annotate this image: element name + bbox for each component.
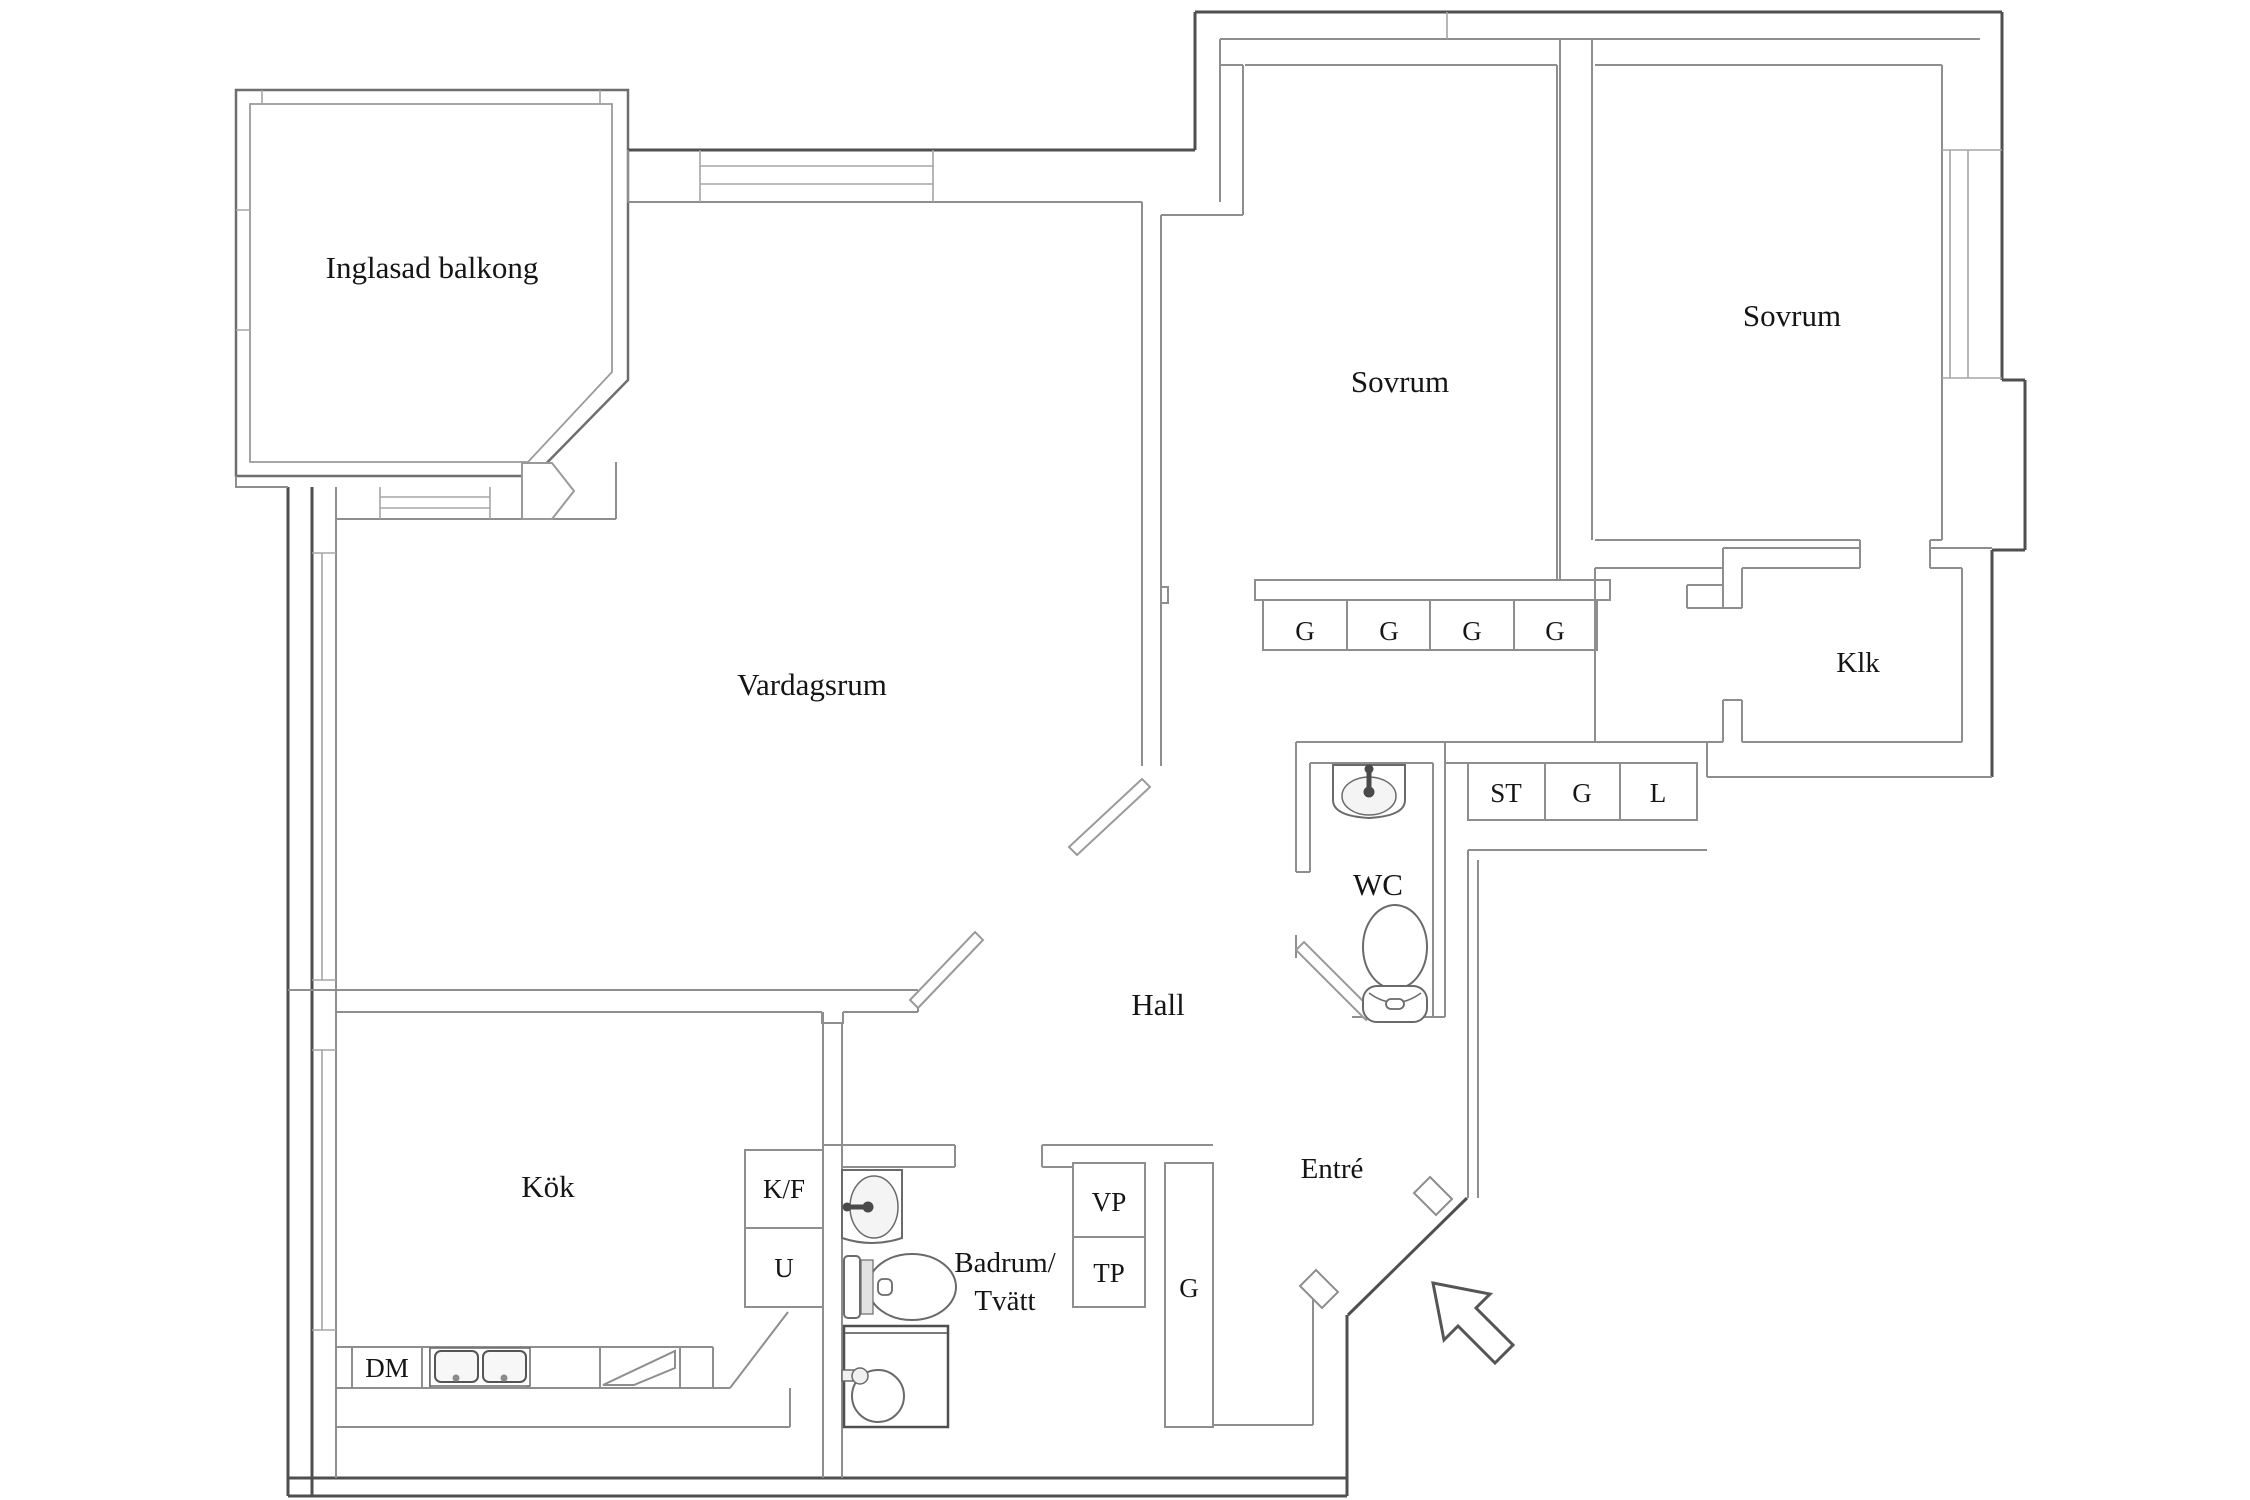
wardrobe-label: G: [1295, 616, 1315, 646]
room-label-bathroom-line1: Badrum/: [954, 1247, 1056, 1279]
hall-unit-label: G: [1572, 778, 1592, 808]
room-label-hall: Hall: [1131, 987, 1184, 1022]
labels: Inglasad balkong Vardagsrum Sovrum Sovru…: [326, 250, 1881, 1383]
room-label-balcony: Inglasad balkong: [326, 250, 539, 285]
door-leaf-livingroom-east: [1067, 777, 1152, 857]
bathroom-unit-label: TP: [1093, 1258, 1125, 1288]
window-lines: [236, 12, 2002, 1331]
stove-icon: [602, 1349, 676, 1386]
double-sink-icon: [429, 1347, 531, 1387]
outer-walls: [286, 10, 2027, 1498]
room-label-kitchen: Kök: [521, 1169, 575, 1204]
room-label-entry: Entré: [1301, 1153, 1364, 1185]
bathroom-tall-unit-label: G: [1179, 1273, 1199, 1303]
room-label-closet: Klk: [1836, 647, 1880, 679]
wardrobe-label: G: [1545, 616, 1565, 646]
sink-icon: [1332, 764, 1406, 820]
room-label-bathroom-line2: Tvätt: [974, 1285, 1035, 1317]
fixtures: [429, 764, 1516, 1429]
entrance-arrow-icon: [1431, 1281, 1516, 1366]
room-label-bedroom-right: Sovrum: [1743, 298, 1841, 333]
toilet-icon: [843, 1253, 957, 1321]
appliance-label-fridge-freezer: K/F: [763, 1174, 805, 1204]
sink-icon: [841, 1169, 903, 1244]
appliance-label-dishwasher: DM: [365, 1353, 409, 1383]
room-label-living-room: Vardagsrum: [737, 667, 887, 702]
hall-unit-label: L: [1650, 778, 1667, 808]
door-leaf-balcony: [521, 462, 576, 520]
appliance-label-oven: U: [774, 1253, 794, 1283]
wardrobe-label: G: [1462, 616, 1482, 646]
walls: [234, 10, 2027, 1498]
interior-walls: [235, 38, 1992, 1478]
room-label-wc: WC: [1353, 867, 1403, 902]
door-jamb-notches: [1298, 1175, 1454, 1310]
hall-unit-label: ST: [1490, 778, 1522, 808]
toilet-icon: [1362, 904, 1428, 1023]
room-label-bedroom-left: Sovrum: [1351, 364, 1449, 399]
bathroom-unit-label: VP: [1092, 1187, 1127, 1217]
balcony-outer-wall: [234, 88, 630, 478]
wardrobe-label: G: [1379, 616, 1399, 646]
balcony-glazing: [249, 103, 613, 463]
door-leaf-livingroom-south: [908, 930, 985, 1010]
washing-machine-icon: [841, 1324, 950, 1429]
